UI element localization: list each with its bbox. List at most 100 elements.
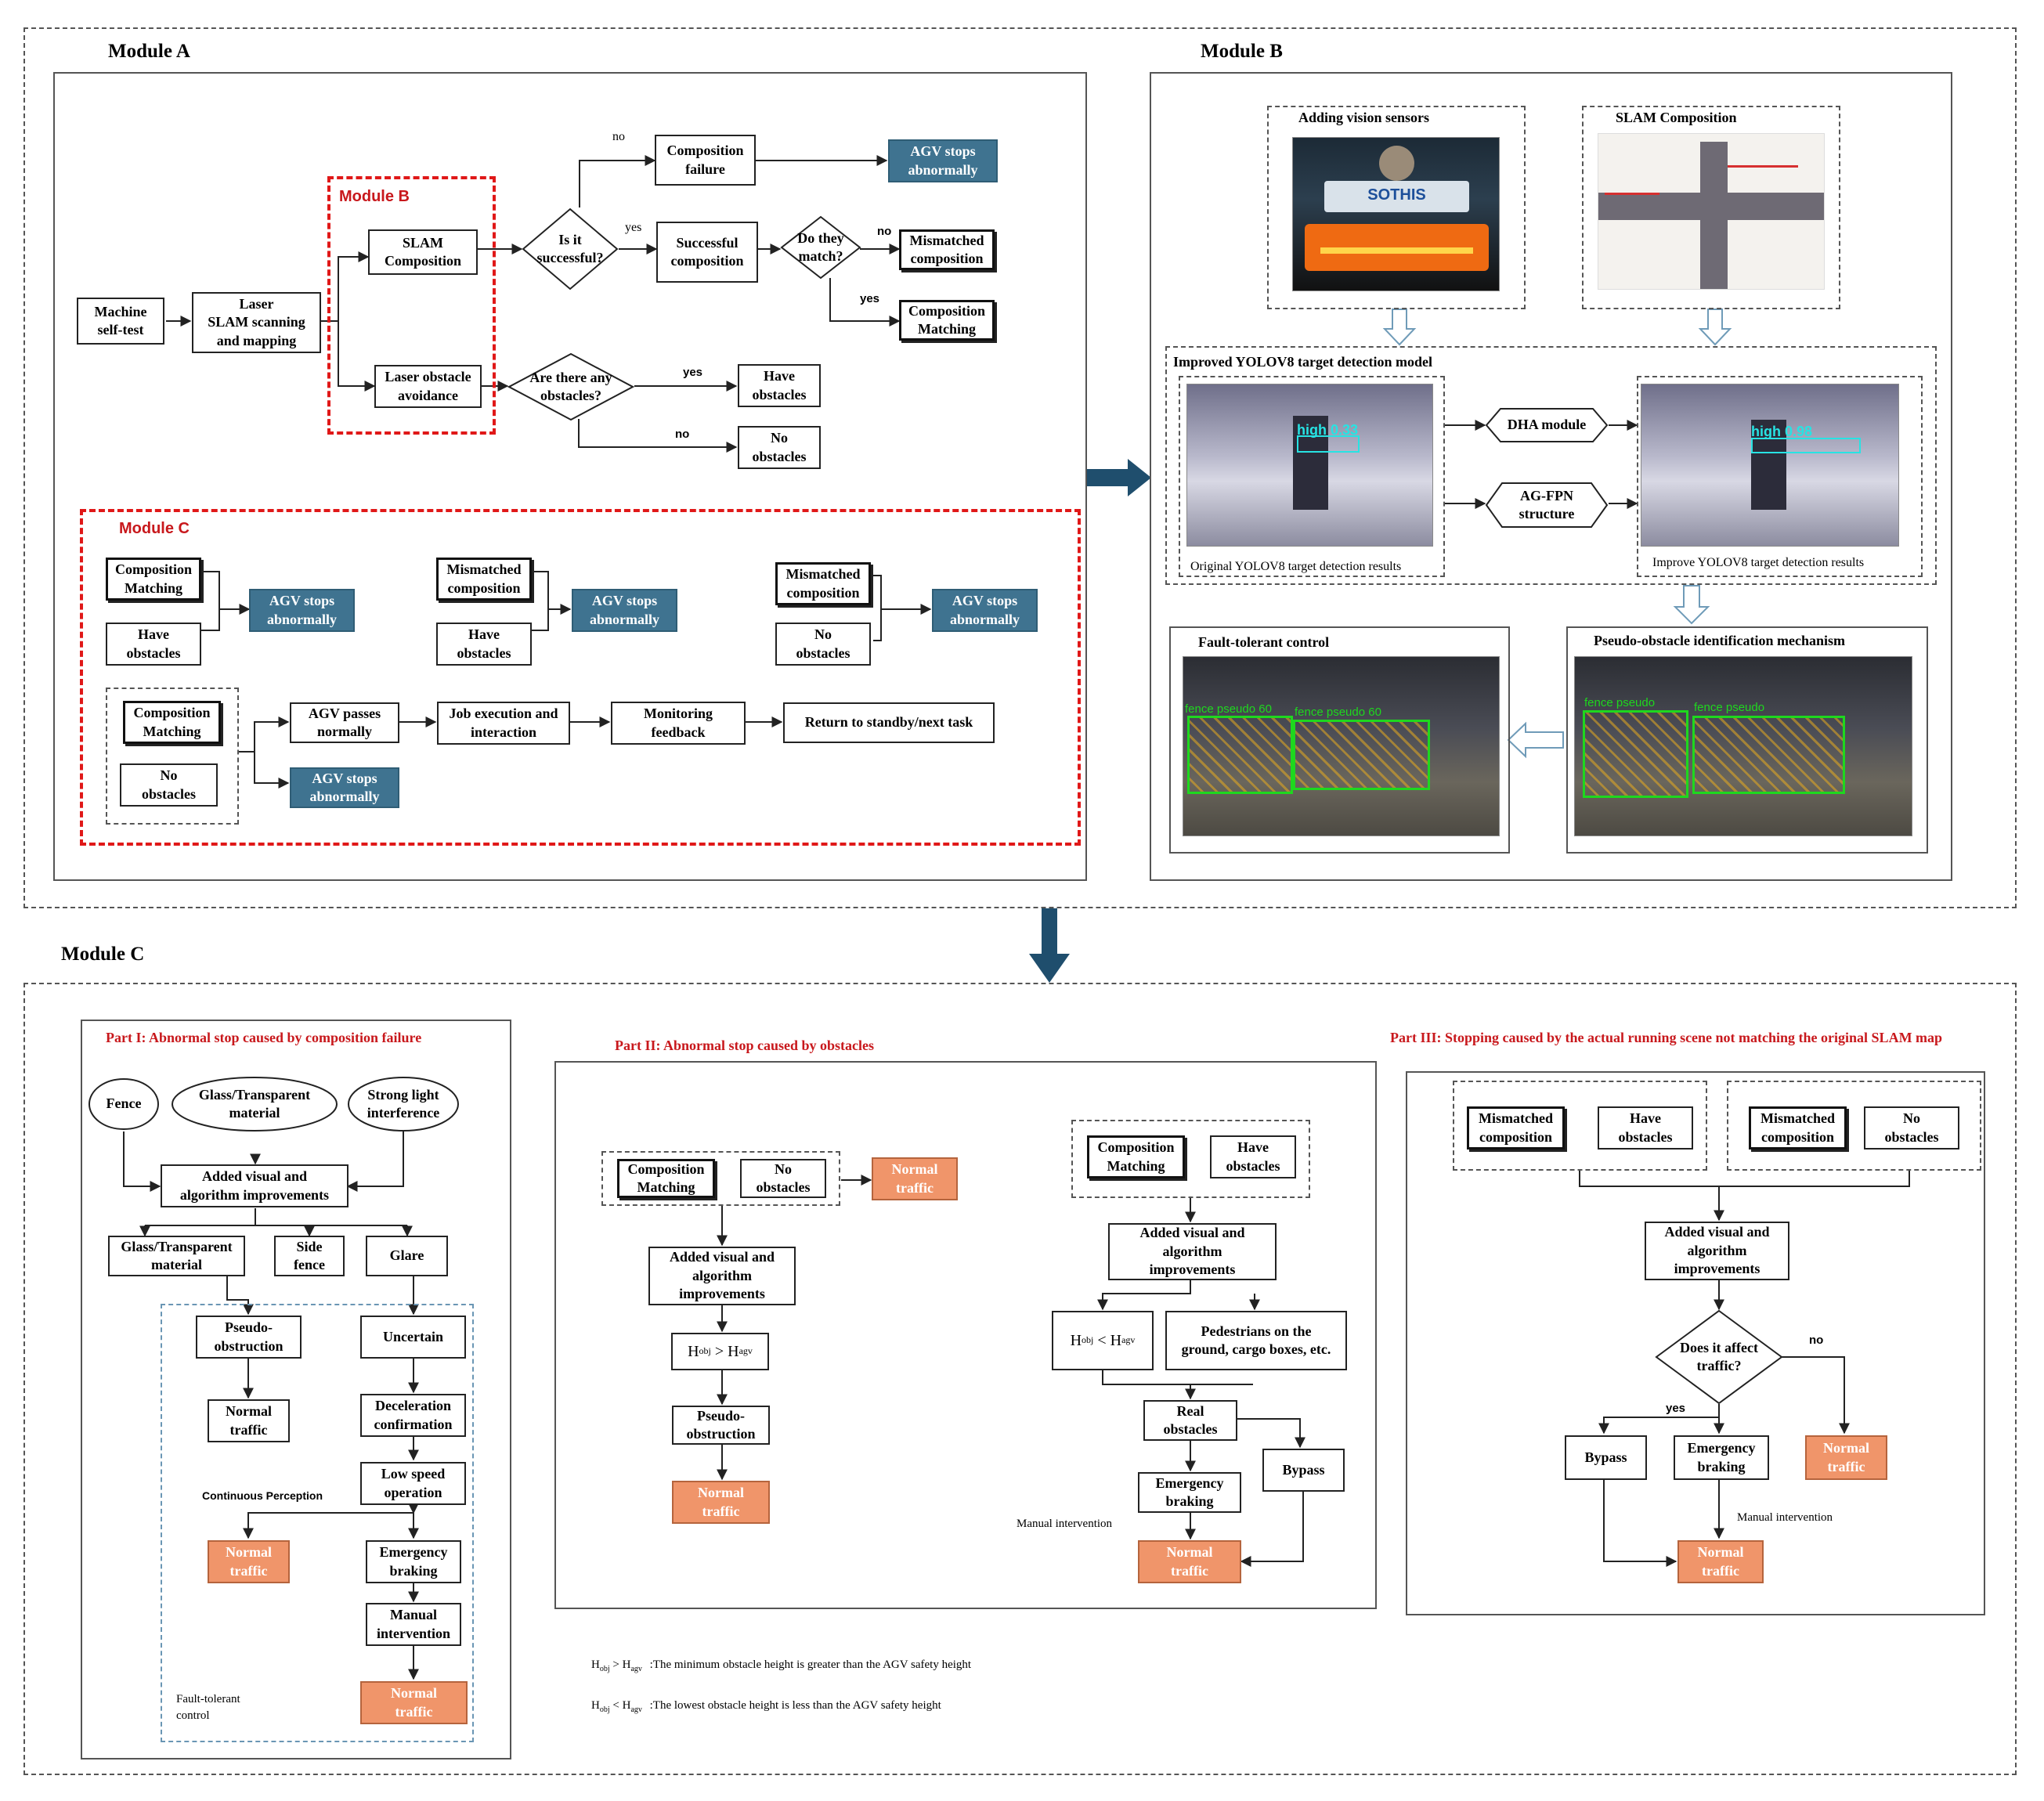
slam-composition-box: SLAM Composition (368, 229, 478, 275)
mismatched-box: Mismatched composition (899, 229, 995, 270)
det-label-original: high 0.33 (1297, 422, 1359, 438)
part2-title: Part II: Abnormal stop caused by obstacl… (615, 1038, 875, 1053)
is-success-diamond (522, 208, 619, 291)
p2-normal-traffic-right: Normal traffic (1138, 1540, 1241, 1583)
legend-gt-sym: > (609, 1658, 623, 1671)
slam-map-image (1598, 133, 1825, 290)
fence-label-a1: fence pseudo 60 (1185, 702, 1272, 716)
mc-g4-group (106, 688, 239, 825)
module-b-title: Module B (1201, 41, 1283, 62)
p1-side-fence-box: Side fence (274, 1236, 345, 1276)
is-success-text: Is it successful? (536, 231, 604, 265)
module-c-title: Module C (61, 944, 145, 965)
p3-manual-intervention: Manual intervention (1737, 1511, 1833, 1524)
p3-added-improvements: Added visual and algorithm improvements (1645, 1222, 1789, 1280)
mc-g4-agv-passes: AGV passes normally (290, 702, 399, 743)
mc-job-execution: Job execution and interaction (437, 702, 570, 745)
do-match-diamond (780, 215, 861, 280)
p3-yes-label: yes (1666, 1402, 1686, 1415)
slam-composition-panel (1582, 106, 1840, 309)
agv-stops-box-1: AGV stops abnormally (888, 139, 998, 182)
module-a-title: Module A (108, 41, 190, 62)
part3-panel (1406, 1071, 1985, 1615)
legend-lt-sym: < (609, 1699, 623, 1712)
mc-g4-agv-stops: AGV stops abnormally (290, 767, 399, 808)
pseudo-obstacle-image: fence pseudo fence pseudo (1574, 656, 1912, 836)
legend-gt-h1: H (591, 1658, 600, 1671)
any-obstacles-diamond (507, 352, 634, 421)
p1-continuous-perception: Continuous Perception (202, 1489, 323, 1502)
mc-g4-no-obstacles: No obstacles (120, 763, 218, 807)
module-c-highlight-label: Module C (119, 520, 190, 537)
p2-left-group (601, 1151, 840, 1206)
mc-g2-mismatched: Mismatched composition (436, 558, 532, 601)
module-b-highlight (327, 176, 496, 435)
do-match-text: Do they match? (797, 229, 844, 264)
mc-g3-mismatched: Mismatched composition (775, 562, 871, 605)
fence-label-b2: fence pseudo (1694, 701, 1765, 714)
legend-lt-obj: obj (599, 1705, 610, 1714)
strong-light-oval: Strong light interference (367, 1086, 440, 1121)
p1-normal-traffic-2: Normal traffic (208, 1540, 290, 1583)
p3-no-obstacles: No obstacles (1864, 1106, 1959, 1150)
mc-g2-have-obstacles: Have obstacles (436, 623, 532, 666)
mc-monitoring: Monitoring feedback (611, 702, 746, 745)
mc-g2-agv-stops: AGV stops abnormally (572, 589, 677, 632)
p1-manual-intervention: Manual intervention (366, 1603, 461, 1646)
module-a-panel (53, 72, 1087, 881)
legend-gt-agv: agv (630, 1665, 642, 1673)
fault-tolerant-image: fence pseudo 60 fence pseudo 60 (1183, 656, 1500, 836)
mc-g1-composition-matching: Composition Matching (106, 558, 201, 601)
top-frame (23, 27, 2017, 908)
p1-normal-traffic-3: Normal traffic (360, 1681, 468, 1724)
composition-failure-box: Composition failure (655, 135, 756, 186)
pseudo-obstacle-panel (1566, 626, 1928, 854)
legend-gt-text: :The minimum obstacle height is greater … (649, 1658, 972, 1671)
p1-normal-traffic-1: Normal traffic (208, 1399, 290, 1442)
p3-left-group (1453, 1081, 1707, 1171)
p2-h2: H (728, 1343, 739, 1360)
laser-slam-box: Laser SLAM scanning and mapping (192, 292, 321, 353)
dha-text: DHA module (1507, 417, 1587, 433)
p2-sub-agv: agv (739, 1345, 753, 1357)
vision-sensor-photo: SOTHIS (1292, 137, 1500, 291)
part1-ovals (88, 1077, 459, 1131)
original-caption: Original YOLOV8 target detection results (1190, 560, 1402, 573)
p2-right-group (1071, 1120, 1310, 1198)
p3-normal-traffic-bottom: Normal traffic (1677, 1540, 1764, 1583)
edge-label-no-3: no (675, 428, 690, 441)
p1-glass-box: Glass/Transparent material (108, 1236, 245, 1276)
dha-hexagon (1485, 408, 1609, 442)
legend-lt-h2: H (622, 1699, 631, 1712)
mc-g3-agv-stops: AGV stops abnormally (932, 589, 1038, 632)
agfpn-text: AG-FPN structure (1519, 487, 1575, 522)
edge-label-no-2: no (877, 225, 892, 238)
laser-obstacle-box: Laser obstacle avoidance (374, 365, 482, 408)
p3-right-group (1727, 1081, 1981, 1171)
p2-sub-obj: obj (699, 1345, 711, 1357)
p2-emergency-braking: Emergency braking (1138, 1472, 1241, 1513)
p1-fault-tolerant-frame (161, 1304, 474, 1742)
p3-affect-diamond (1655, 1309, 1783, 1405)
p1-fault-tolerant-label: Fault-tolerant control (176, 1693, 240, 1722)
p2-real-obstacles: Real obstacles (1143, 1400, 1237, 1441)
part1-panel (81, 1020, 511, 1759)
p2-normal-traffic-left: Normal traffic (672, 1481, 770, 1524)
p2-h3: H (1070, 1332, 1082, 1349)
p1-low-speed: Low speed operation (360, 1462, 466, 1505)
vision-sensor-panel (1267, 106, 1526, 309)
p2-pedestrians: Pedestrians on the ground, cargo boxes, … (1165, 1311, 1347, 1370)
bottom-frame (23, 983, 2017, 1775)
p3-mismatched-1: Mismatched composition (1467, 1106, 1565, 1150)
mc-g4-composition-matching: Composition Matching (123, 701, 221, 744)
module-b-panel (1150, 72, 1952, 881)
edge-label-yes-2: yes (860, 292, 880, 305)
mc-return: Return to standby/next task (783, 702, 995, 743)
fault-tolerant-panel (1169, 626, 1510, 854)
fence-oval: Fence (106, 1095, 142, 1112)
p1-deceleration: Deceleration confirmation (360, 1394, 466, 1437)
p3-bypass: Bypass (1565, 1435, 1647, 1480)
p2-lt: < (1093, 1332, 1110, 1349)
